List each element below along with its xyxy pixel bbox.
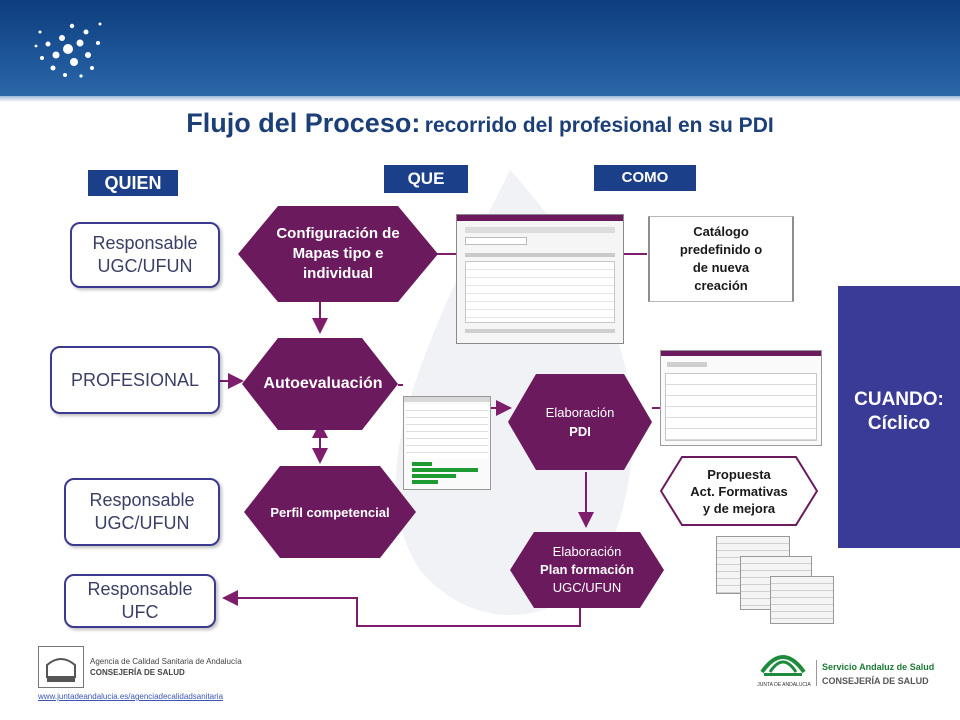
col-quien: QUIEN <box>88 170 178 196</box>
agency-text: Agencia de Calidad Sanitaria de Andalucí… <box>90 657 242 666</box>
thumbnail-autoeval <box>403 396 491 490</box>
thumbnail-pdi-table <box>660 350 822 446</box>
step-auto-label: Autoevaluación <box>263 375 383 392</box>
step-plan-hex <box>510 532 664 608</box>
col-que: QUE <box>384 165 468 193</box>
agency-text: CONSEJERÍA DE SALUD <box>90 668 185 677</box>
catalog-text: de nueva <box>692 260 750 275</box>
sas-text: CONSEJERÍA DE SALUD <box>822 676 929 686</box>
sas-name: Servicio Andaluz de Salud CONSEJERÍA DE … <box>822 660 934 688</box>
footer-divider <box>816 660 817 686</box>
cuando-text: CUANDO: <box>854 389 944 410</box>
agency-link[interactable]: www.juntadeandalucia.es/agenciadecalidad… <box>38 692 224 701</box>
propuesta-text: Act. Formativas <box>690 483 788 499</box>
propuesta-text: y de mejora <box>702 500 776 516</box>
step-text: individual <box>302 265 373 282</box>
role-text: UFC <box>121 602 159 622</box>
propuesta-hex <box>660 456 818 526</box>
agency-seal-icon <box>38 646 84 688</box>
header-band <box>0 96 960 102</box>
role-text: Responsable <box>89 490 195 510</box>
catalog-text: creación <box>694 278 748 293</box>
page-title: Flujo del Proceso: recorrido del profesi… <box>0 108 960 139</box>
step-perfil-hex <box>244 466 416 558</box>
step-text: PDI <box>569 424 591 439</box>
role-profesional: PROFESIONAL <box>50 346 220 414</box>
step-auto-hex <box>242 338 398 430</box>
catalog-box: Catálogo predefinido o de nueva creación <box>648 216 794 302</box>
role-text: Responsable <box>87 579 193 599</box>
step-text: Mapas tipo e <box>292 245 384 262</box>
propuesta-text: Propuesta <box>707 466 771 482</box>
role-text: Responsable <box>92 233 198 253</box>
step-pdi-hex <box>508 374 652 470</box>
header-banner <box>0 0 960 96</box>
step-text: Elaboración <box>545 405 615 420</box>
sas-text: Servicio Andaluz de Salud <box>822 662 935 672</box>
thumbnail-config-form <box>456 214 624 344</box>
cuando-panel: CUANDO: Cíclico <box>838 286 960 548</box>
title-main: Flujo del Proceso: <box>186 108 421 138</box>
step-config-hex <box>238 206 438 302</box>
catalog-text: predefinido o <box>679 242 763 257</box>
step-text: Elaboración <box>552 544 622 559</box>
title-sub: recorrido del profesional en su PDI <box>424 114 774 137</box>
agency-name: Agencia de Calidad Sanitaria de Andalucí… <box>90 656 242 678</box>
junta-seal-icon <box>760 655 806 676</box>
col-como: COMO <box>594 165 696 191</box>
role-text: PROFESIONAL <box>70 369 200 390</box>
step-config-label: Configuración de Mapas tipo e individual <box>238 206 438 302</box>
thumbnail-stack-3 <box>770 576 834 624</box>
junta-text: JUNTA DE ANDALUCIA <box>757 682 811 688</box>
role-text: UGC/UFUN <box>94 513 190 533</box>
step-text: UGC/UFUN <box>552 580 622 595</box>
step-text: Plan formación <box>540 562 634 577</box>
role-text: UGC/UFUN <box>97 256 193 276</box>
logo-dots-icon <box>34 22 102 78</box>
cuando-text: Cíclico <box>867 413 931 434</box>
catalog-text: Catálogo <box>693 224 749 239</box>
step-perfil-label: Perfil competencial <box>270 504 390 520</box>
step-text: Configuración de <box>276 225 400 242</box>
